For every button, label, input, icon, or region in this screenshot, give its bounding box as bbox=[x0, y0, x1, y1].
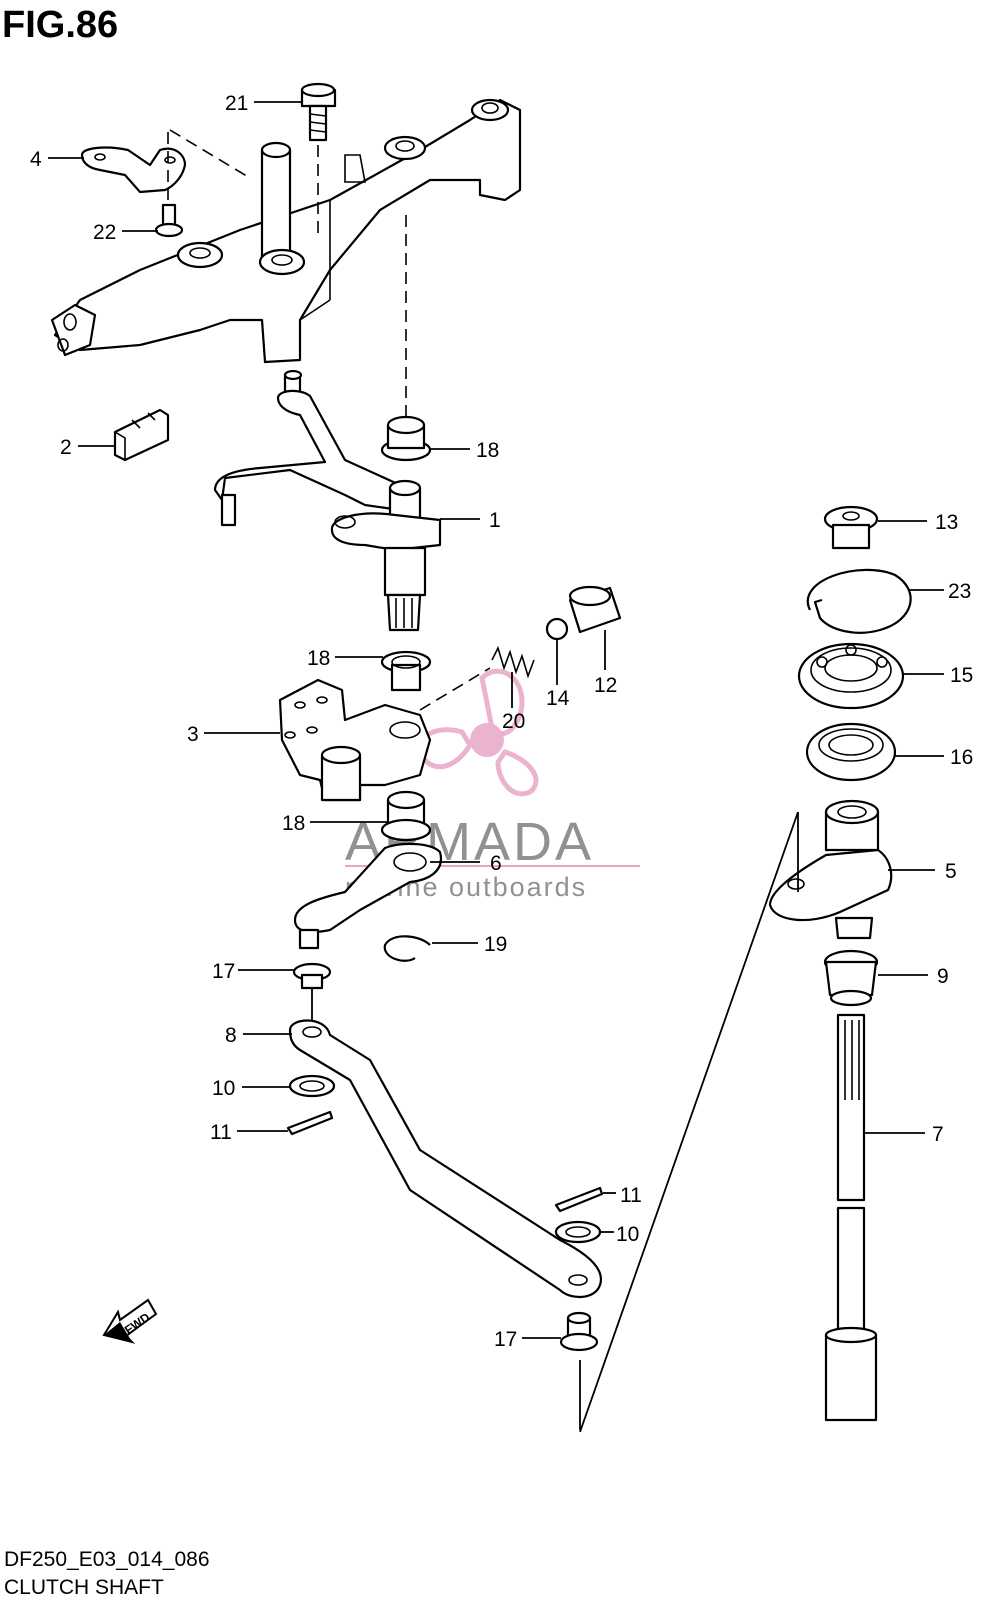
callout-10-upper: 10 bbox=[212, 1077, 235, 1100]
callout-21: 21 bbox=[225, 92, 248, 115]
callout-4: 4 bbox=[30, 148, 42, 171]
callout-18-upper: 18 bbox=[476, 439, 499, 462]
callout-8: 8 bbox=[225, 1024, 237, 1047]
part-18-bushing-upper bbox=[380, 415, 432, 462]
callout-18-middle: 18 bbox=[307, 647, 330, 670]
callout-23: 23 bbox=[948, 580, 971, 603]
callout-labels: 21 4 22 2 18 1 18 3 20 14 12 18 6 19 17 … bbox=[30, 92, 973, 1351]
callout-22: 22 bbox=[93, 221, 116, 244]
callout-13: 13 bbox=[935, 511, 958, 534]
clutch-bracket-housing bbox=[50, 98, 522, 364]
callout-11-lower: 11 bbox=[620, 1184, 642, 1207]
part-20-spring bbox=[491, 645, 535, 679]
part-21-bolt bbox=[300, 82, 337, 142]
fwd-arrow-icon: FWD bbox=[102, 1298, 158, 1344]
callout-leaders bbox=[48, 101, 944, 1339]
callout-16: 16 bbox=[950, 746, 973, 769]
part-12-sleeve bbox=[568, 585, 622, 634]
part-22-bolt bbox=[154, 203, 184, 238]
callout-18-lower: 18 bbox=[282, 812, 305, 835]
part-1-shift-lever bbox=[213, 369, 442, 632]
part-23-snap-ring bbox=[806, 568, 912, 634]
callout-10-lower: 10 bbox=[616, 1223, 639, 1246]
part-8-link-arm bbox=[288, 1019, 603, 1298]
part-19-clip bbox=[383, 935, 431, 962]
callout-17-upper: 17 bbox=[212, 960, 235, 983]
assembly-line bbox=[579, 811, 799, 1433]
part-7-clutch-shaft bbox=[824, 1013, 878, 1422]
part-17-bushing-lower bbox=[559, 1311, 599, 1352]
part-18-bushing-middle bbox=[380, 650, 432, 692]
callout-17-lower: 17 bbox=[494, 1328, 517, 1351]
part-4-clamp-plate bbox=[80, 146, 187, 194]
part-5-shaft-holder bbox=[768, 799, 893, 940]
part-10-washer-upper bbox=[288, 1074, 336, 1098]
assembly-line bbox=[169, 129, 251, 179]
part-15-bearing bbox=[797, 642, 905, 710]
callout-6: 6 bbox=[490, 852, 502, 875]
callout-15: 15 bbox=[950, 664, 973, 687]
callout-11-upper: 11 bbox=[210, 1121, 232, 1144]
part-10-washer-lower bbox=[554, 1220, 602, 1244]
callout-20: 20 bbox=[502, 710, 525, 733]
callout-7: 7 bbox=[932, 1123, 944, 1146]
callout-9: 9 bbox=[937, 965, 949, 988]
callout-5: 5 bbox=[945, 860, 957, 883]
part-9-bushing bbox=[823, 949, 879, 1007]
callout-1: 1 bbox=[489, 509, 501, 532]
callout-14: 14 bbox=[546, 687, 570, 710]
figure-title: FIG.86 bbox=[2, 4, 119, 46]
part-3-shift-bracket bbox=[278, 678, 432, 802]
part-14-ball bbox=[545, 617, 569, 641]
part-13-plug bbox=[823, 505, 879, 550]
part-2-cover bbox=[113, 408, 170, 462]
figure-name: CLUTCH SHAFT bbox=[4, 1576, 164, 1599]
callout-19: 19 bbox=[484, 933, 507, 956]
part-18-bushing-lower bbox=[380, 790, 432, 842]
part-11-cotter-pin-upper bbox=[286, 1110, 334, 1136]
part-11-cotter-pin-lower bbox=[554, 1186, 604, 1213]
callout-3: 3 bbox=[187, 723, 199, 746]
part-17-bushing-upper bbox=[292, 962, 332, 990]
callout-12: 12 bbox=[594, 674, 617, 697]
part-6-lever bbox=[293, 842, 443, 950]
part-16-seal bbox=[805, 722, 897, 782]
assembly-line bbox=[419, 667, 491, 711]
figure-code: DF250_E03_014_086 bbox=[4, 1548, 210, 1571]
callout-2: 2 bbox=[60, 436, 72, 459]
